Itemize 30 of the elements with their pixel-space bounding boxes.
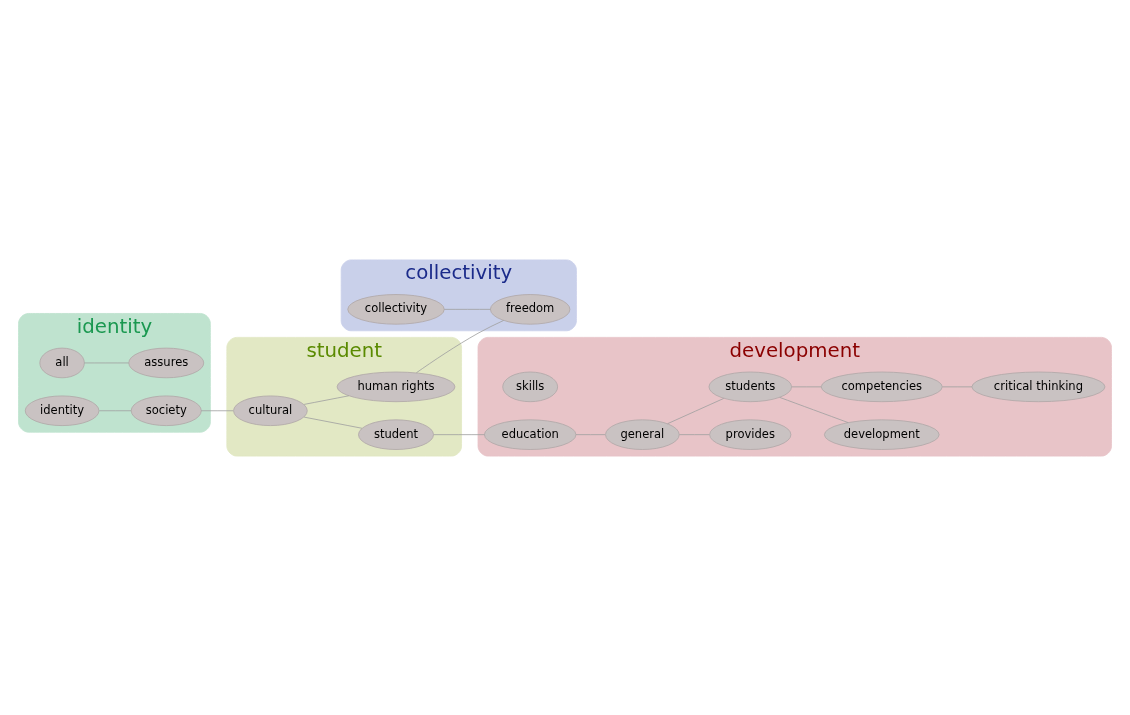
connector bbox=[667, 397, 725, 424]
connector bbox=[779, 396, 849, 423]
connector bbox=[443, 308, 491, 310]
node-ellipse: education bbox=[484, 418, 577, 450]
node-ellipse: human rights bbox=[336, 371, 456, 402]
node-ellipse: society bbox=[130, 395, 202, 426]
node-ellipse: freedom bbox=[490, 293, 571, 325]
connector bbox=[791, 385, 822, 387]
node-ellipse: competencies bbox=[820, 371, 943, 402]
connector bbox=[575, 433, 606, 435]
connector bbox=[200, 409, 234, 411]
node-ellipse: all bbox=[39, 347, 85, 378]
connector bbox=[679, 433, 710, 435]
connector bbox=[98, 409, 132, 411]
node-ellipse: provides bbox=[709, 418, 792, 450]
connector bbox=[303, 416, 363, 429]
connector bbox=[415, 319, 505, 373]
node-ellipse: students bbox=[708, 371, 792, 402]
connector bbox=[433, 433, 486, 435]
node-ellipse: assures bbox=[128, 347, 205, 378]
node-ellipse: development bbox=[824, 418, 940, 450]
connector bbox=[942, 385, 973, 387]
node-ellipse: collectivity bbox=[347, 293, 445, 325]
node-ellipse: identity bbox=[24, 395, 100, 426]
node-ellipse: general bbox=[605, 418, 680, 450]
node-ellipse: critical thinking bbox=[971, 371, 1106, 402]
node-ellipse: cultural bbox=[233, 395, 308, 426]
node-ellipse: student bbox=[358, 418, 434, 450]
connector bbox=[303, 394, 350, 405]
node-ellipse: skills bbox=[502, 371, 559, 402]
